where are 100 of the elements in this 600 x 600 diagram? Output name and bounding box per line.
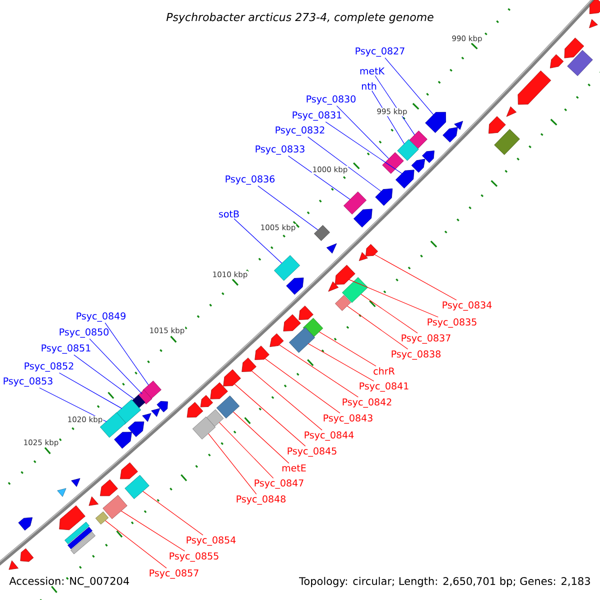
gene-feature [100, 479, 118, 496]
gene-label: Psyc_0832 [276, 126, 324, 136]
gene-feature [283, 314, 301, 332]
gene-feature [18, 517, 33, 531]
gene-label: Psyc_0838 [392, 350, 440, 360]
leader-line [346, 306, 408, 350]
gene-label: Psyc_0833 [256, 145, 304, 155]
gene-feature [289, 327, 315, 353]
leader-line [58, 372, 122, 409]
gene-label: Psyc_0834 [442, 301, 492, 311]
gene-feature [186, 402, 204, 418]
gene-feature [156, 401, 168, 412]
leader-line [288, 156, 350, 200]
gene-feature [151, 408, 160, 417]
gene-feature [335, 295, 351, 311]
gene-feature [314, 225, 330, 241]
leader-line [279, 344, 358, 398]
leader-line [360, 294, 418, 334]
gene-feature [20, 548, 34, 562]
gene-feature [8, 560, 18, 570]
leader-line [258, 186, 318, 230]
gene-feature [124, 474, 150, 500]
gene-label: Psyc_0830 [306, 95, 356, 105]
leader-line [251, 370, 322, 430]
gene-label: Psyc_0836 [226, 175, 275, 185]
gene-feature [518, 70, 552, 105]
gene-feature [70, 532, 96, 554]
gene-label: Psyc_0852 [24, 362, 74, 372]
gene-feature [210, 382, 228, 400]
gene-feature [59, 505, 86, 530]
leader-line [348, 279, 438, 318]
gene-label: Psyc_0844 [304, 431, 354, 441]
gene-label: Psyc_0848 [236, 495, 286, 505]
gene-feature [88, 496, 98, 506]
leader-line [234, 384, 306, 446]
gene-feature [442, 127, 458, 142]
gene-feature [57, 488, 66, 497]
gene-feature [454, 120, 463, 130]
gene-label: Psyc_0855 [170, 552, 218, 562]
gene-feature [395, 170, 414, 188]
gene-label: Psyc_0827 [356, 47, 404, 57]
gene-label: Psyc_0850 [60, 328, 108, 338]
leader-line [142, 490, 204, 536]
gene-feature [128, 422, 144, 437]
gene-label: Psyc_0854 [186, 536, 236, 546]
gene-label: Psyc_0831 [292, 111, 342, 121]
gene-feature [589, 19, 598, 28]
gene-feature [328, 281, 339, 292]
gene-label: Psyc_0841 [360, 382, 408, 392]
gene-feature [242, 358, 256, 372]
gene-feature [488, 116, 506, 134]
gene-label: Psyc_0847 [254, 479, 304, 489]
leader-line [374, 254, 457, 300]
title: Psychrobacter arcticus 273-4, complete genome [166, 12, 434, 24]
gene-feature [114, 432, 132, 449]
gene-label: Psyc_0837 [402, 334, 450, 344]
gene-feature [343, 192, 367, 214]
gene-feature [411, 158, 426, 173]
gene-feature [120, 462, 138, 480]
footer-text: Topology: circular; Length: 2,650,701 bp; Genes: 2,183 [299, 576, 590, 588]
gene-feature [223, 369, 241, 386]
gene-feature [192, 416, 216, 440]
gene-feature [326, 243, 337, 254]
gene-feature [298, 306, 314, 320]
leader-line [232, 412, 290, 464]
gene-feature [216, 396, 240, 418]
gene-label: metE [282, 464, 306, 472]
gene-feature [254, 346, 270, 360]
gene-feature [366, 244, 378, 256]
gene-feature [64, 522, 90, 544]
gene-feature [200, 395, 213, 408]
gene-label: Psyc_0857 [150, 569, 198, 579]
leader-line [105, 520, 167, 568]
gene-label: Psyc_0849 [76, 312, 126, 322]
leader-line [318, 331, 376, 366]
gene-label: Psyc_0842 [342, 398, 392, 408]
gene-label: nth [362, 82, 376, 90]
leader-line [39, 388, 107, 422]
gene-feature [589, 0, 600, 14]
gene-feature [408, 130, 428, 150]
gene-feature [71, 478, 80, 487]
gene-feature [68, 526, 92, 550]
gene-feature [270, 333, 284, 347]
gene-label: sotB [219, 210, 239, 218]
gene-feature [382, 152, 404, 174]
leader-line [219, 422, 274, 478]
gene-feature [95, 512, 109, 524]
gene-feature [142, 413, 152, 422]
gene-label: chrR [374, 367, 395, 375]
gene-feature [206, 409, 224, 427]
footer-text: Accession: NC_007204 [9, 576, 130, 588]
gene-feature [564, 38, 584, 58]
gene-feature [422, 150, 434, 163]
leader-line [89, 338, 142, 394]
gene-feature [334, 264, 356, 285]
gene-feature [375, 188, 393, 206]
gene-feature [397, 139, 419, 161]
gene-label: Psyc_0843 [324, 414, 372, 424]
gene-feature [506, 106, 517, 117]
gene-label: Psyc_0851 [42, 344, 90, 354]
